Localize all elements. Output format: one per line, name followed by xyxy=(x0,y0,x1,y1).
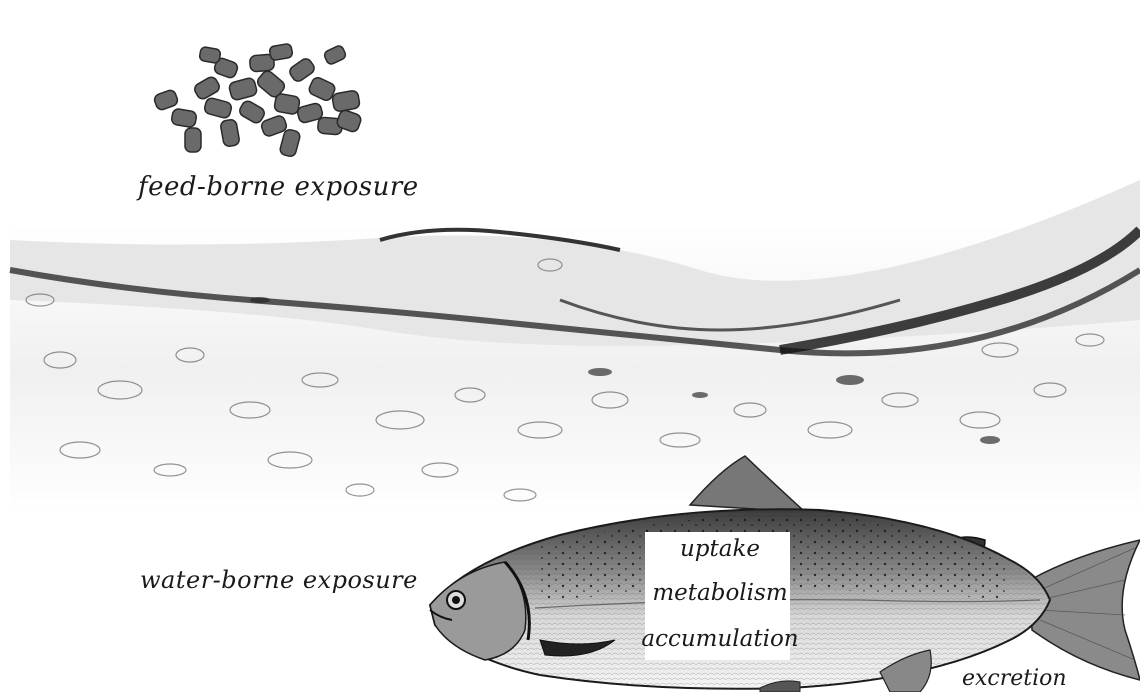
feed-pellets-image xyxy=(153,43,362,157)
water-surface-image xyxy=(10,180,1140,515)
metabolism-label: metabolism xyxy=(640,580,800,606)
feed-borne-exposure-label: feed-borne exposure xyxy=(138,172,419,202)
uptake-label: uptake xyxy=(640,536,800,562)
excretion-label: excretion xyxy=(962,666,1067,691)
water-borne-exposure-label: water-borne exposure xyxy=(140,566,418,594)
accumulation-label: accumulation xyxy=(640,626,800,652)
